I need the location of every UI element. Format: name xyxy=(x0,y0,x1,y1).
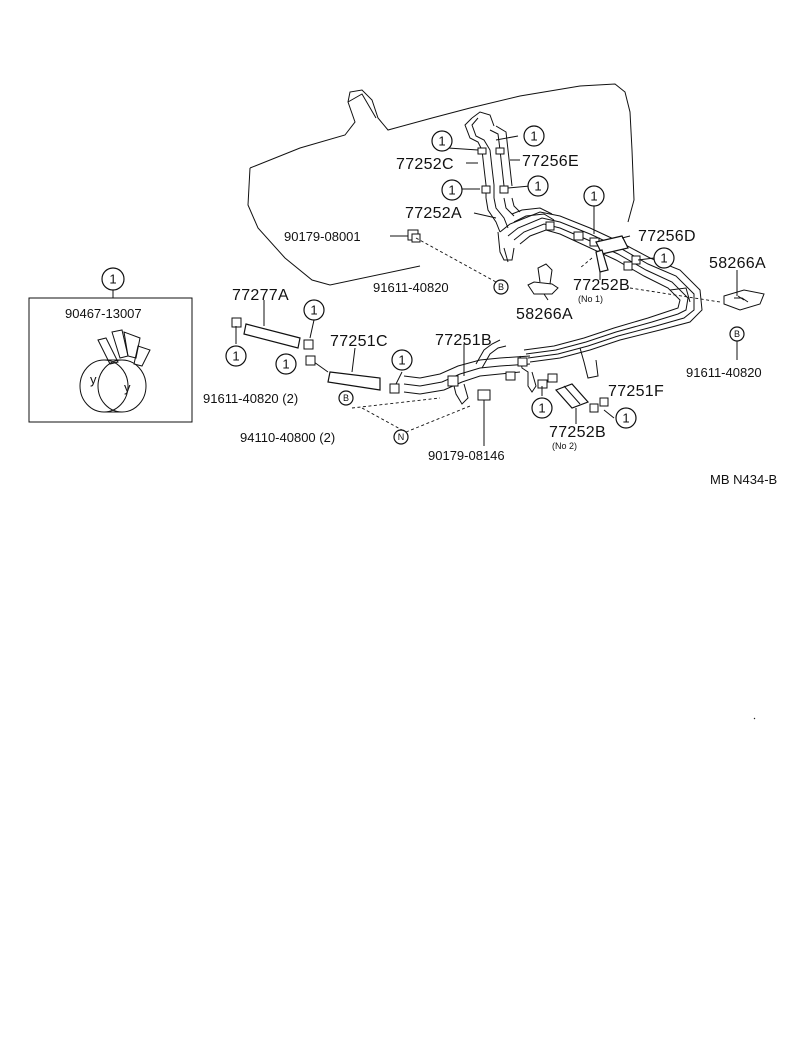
hose-77277A xyxy=(231,317,314,350)
svg-text:1: 1 xyxy=(438,134,445,149)
clamp-58266A-right xyxy=(723,289,765,311)
hose-77252B-no1 xyxy=(595,249,609,273)
svg-text:y: y xyxy=(124,380,131,395)
label-91611-40820-right: 91611-40820 xyxy=(686,365,762,380)
svg-text:1: 1 xyxy=(534,179,541,194)
hose-clip xyxy=(499,185,509,194)
svg-text:1: 1 xyxy=(448,183,455,198)
svg-text:1: 1 xyxy=(398,353,405,368)
label-58266A-right: 58266A xyxy=(709,255,766,272)
label-77256D: 77256D xyxy=(638,228,696,245)
clamp-58266A-mid xyxy=(527,263,559,295)
hose-clip xyxy=(573,231,584,241)
svg-text:1: 1 xyxy=(282,357,289,372)
hose-clip xyxy=(231,317,242,328)
label-90179-08001: 90179-08001 xyxy=(284,229,361,244)
svg-text:1: 1 xyxy=(232,349,239,364)
hose-clip xyxy=(495,147,505,155)
label-77256E: 77256E xyxy=(522,153,579,170)
hose-clip-icon: y y xyxy=(79,329,151,413)
hose-clip xyxy=(481,185,491,194)
upper-filler-hoses xyxy=(464,111,521,233)
svg-text:N: N xyxy=(398,432,405,442)
stray-mark xyxy=(753,717,756,720)
tank-pipe-bundle xyxy=(497,207,703,393)
label-77252B-no1-note: (No 1) xyxy=(578,294,603,304)
label-77251C: 77251C xyxy=(330,333,388,350)
label-77251B: 77251B xyxy=(435,332,492,349)
fuel-tank-outline xyxy=(247,83,635,286)
badge-b: B xyxy=(729,326,745,342)
ref-marker: 1 xyxy=(583,185,605,207)
inset-ref-marker: 1 xyxy=(101,267,125,291)
label-77252B-no1: 77252B xyxy=(573,277,630,294)
svg-text:1: 1 xyxy=(530,129,537,144)
label-77252B-no2: 77252B xyxy=(549,424,606,441)
hose-clip xyxy=(477,147,487,155)
badge-n: N xyxy=(393,429,409,445)
label-94110-40800-2: 94110-40800 (2) xyxy=(240,430,335,445)
label-77251F: 77251F xyxy=(608,383,664,400)
ref-marker: 1 xyxy=(523,125,545,147)
hose-clip xyxy=(623,261,633,271)
hose-clip xyxy=(517,357,528,367)
hose-clip xyxy=(545,221,555,231)
label-77252A: 77252A xyxy=(405,205,462,222)
ref-marker: 1 xyxy=(431,130,453,152)
leader-lines xyxy=(235,135,738,446)
lower-pipe-bundle xyxy=(403,339,609,413)
hose-clip xyxy=(303,339,314,350)
svg-text:1: 1 xyxy=(590,189,597,204)
ref-marker: 1 xyxy=(225,345,247,367)
hose-clip xyxy=(547,373,558,383)
ref-marker: 1 xyxy=(615,407,637,429)
svg-text:1: 1 xyxy=(310,303,317,318)
svg-text:B: B xyxy=(343,393,349,403)
svg-text:1: 1 xyxy=(622,411,629,426)
label-91611-40820-mid: 91611-40820 xyxy=(373,280,449,295)
grommet-90179-08001 xyxy=(407,229,421,243)
badge-b: B xyxy=(493,279,509,295)
ref-marker: 1 xyxy=(303,299,325,321)
hose-clip xyxy=(447,375,459,387)
svg-text:1: 1 xyxy=(538,401,545,416)
svg-text:y: y xyxy=(90,372,97,387)
ref-marker: 1 xyxy=(653,247,675,269)
label-90179-08146: 90179-08146 xyxy=(428,448,505,463)
hose-77251C xyxy=(305,355,400,394)
hose-77256D xyxy=(595,235,629,255)
svg-text:1: 1 xyxy=(109,272,116,287)
hose-77252B-no2 xyxy=(554,383,590,409)
svg-text:1: 1 xyxy=(660,251,667,266)
svg-text:B: B xyxy=(734,329,740,339)
ref-marker: 1 xyxy=(275,353,297,375)
reference-lines xyxy=(351,237,721,433)
ref-marker: 1 xyxy=(391,349,413,371)
ref-marker: 1 xyxy=(527,175,549,197)
inset-part-number: 90467-13007 xyxy=(65,306,142,321)
hose-clip xyxy=(389,383,400,394)
badge-b: B xyxy=(338,390,354,406)
label-77277A: 77277A xyxy=(232,287,289,304)
label-77252C: 77252C xyxy=(396,156,454,173)
ref-marker: 1 xyxy=(531,397,553,419)
label-77252B-no2-note: (No 2) xyxy=(552,441,577,451)
ref-marker: 1 xyxy=(441,179,463,201)
hose-clip xyxy=(589,403,599,413)
label-58266A-mid: 58266A xyxy=(516,306,573,323)
diagram-id: MB N434-B xyxy=(710,472,777,487)
inset-clip-detail: 1 90467-13007 y y xyxy=(28,267,193,423)
hose-clip xyxy=(599,397,609,407)
label-91611-40820-2: 91611-40820 (2) xyxy=(203,391,298,406)
hose-clip xyxy=(505,371,516,381)
svg-text:B: B xyxy=(498,282,504,292)
inset-box xyxy=(28,297,193,423)
hose-clip xyxy=(305,355,316,366)
